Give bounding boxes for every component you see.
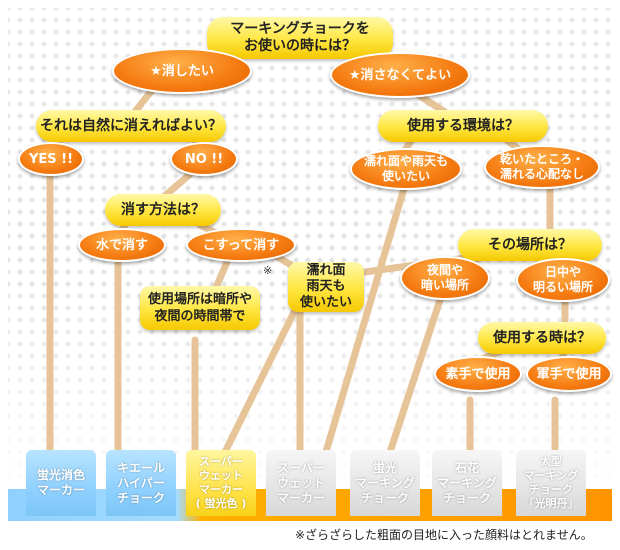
answer-erase-by-rubbing[interactable]: こすって消す (186, 228, 296, 262)
connector-a7-diag (321, 181, 409, 459)
question-wet-rain: 濡れ面 雨天も 使いたい (288, 262, 364, 312)
answer-night-dark[interactable]: 夜間や 暗い場所 (400, 256, 490, 300)
product-fluorescent-erasable-marker[interactable]: 蛍光消色 マーカー (26, 450, 96, 516)
answer-bare-hands[interactable]: 素手で使用 (434, 356, 522, 392)
answer-yes[interactable]: YES !! (18, 142, 84, 176)
product-thick-marking-chalk-koumyoutan[interactable]: 太型 マーキング チョーク 「光明丹」 (516, 450, 586, 516)
product-super-wet-marker[interactable]: スーパー ウェット マーカー (266, 450, 336, 516)
question-dark-place: 使用場所は暗所や 夜間の時間帯で (140, 286, 260, 330)
question-natural-fade: それは自然に消えればよい？ (36, 110, 226, 142)
question-erase-method: 消す方法は？ (105, 194, 221, 226)
product-fluorescent-marking-chalk[interactable]: 蛍光 マーキング チョーク (350, 450, 420, 516)
product-sekka-marking-chalk[interactable]: 石花 マーキング チョーク (432, 450, 502, 516)
note-mark: ※ (263, 264, 273, 277)
question-usage-time: 使用する時は？ (478, 322, 606, 354)
question-location: その場所は？ (458, 229, 602, 261)
product-super-wet-marker-fluorescent[interactable]: スーパー ウェット マーカー ( 蛍光色 ) (186, 450, 256, 516)
answer-wet-rain[interactable]: 濡れ面や雨天も 使いたい (350, 148, 462, 190)
question-environment: 使用する環境は？ (378, 110, 548, 142)
answer-want-to-erase[interactable]: ★消したい (112, 48, 252, 94)
answer-work-gloves[interactable]: 軍手で使用 (526, 356, 612, 392)
connector-a9-p5 (386, 296, 444, 456)
question-start: マーキングチョークを お使いの時には？ (207, 17, 393, 59)
product-kieru-hyper-chalk[interactable]: キエール ハイパー チョーク (106, 450, 176, 516)
answer-no-need-to-erase[interactable]: ★消さなくてよい (330, 52, 470, 98)
answer-no[interactable]: NO !! (170, 142, 238, 176)
answer-erase-with-water[interactable]: 水で消す (78, 228, 166, 262)
answer-day-bright[interactable]: 日中や 明るい場所 (516, 258, 610, 302)
answer-dry-place[interactable]: 乾いたところ・ 濡れる心配なし (484, 145, 600, 189)
footnote: ※ざらざらした粗面の目地に入った顔料はとれません。 (295, 528, 593, 542)
connector-diag-q8-p3 (221, 296, 304, 456)
